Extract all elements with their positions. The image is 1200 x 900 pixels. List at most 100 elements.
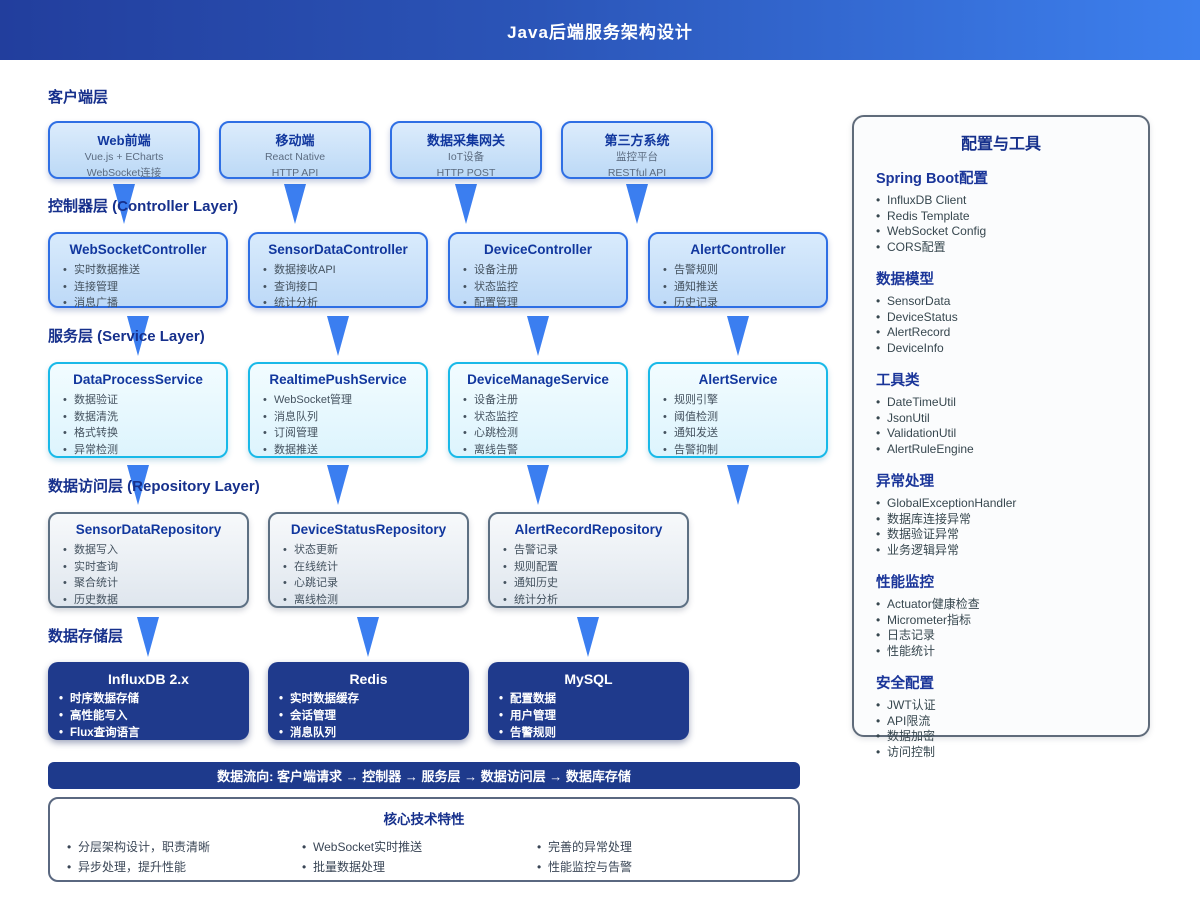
box-items: 数据接收API 查询接口 统计分析 — [250, 262, 426, 312]
down-arrow-icon — [455, 184, 477, 224]
panel-item: API限流 — [876, 714, 1126, 730]
down-arrow-icon — [127, 465, 149, 505]
down-arrow-icon — [284, 184, 306, 224]
storage-box-mysql: MySQL 配置数据 用户管理 告警规则 — [488, 662, 689, 742]
client-box-thirdparty: 第三方系统 监控平台 RESTful API — [561, 121, 713, 179]
service-box-devicemanage: DeviceManageService 设备注册 状态监控 心跳检测 离线告警 — [448, 362, 628, 458]
down-arrow-icon — [727, 316, 749, 356]
down-arrow-icon — [727, 465, 749, 505]
panel-item: AlertRuleEngine — [876, 442, 1126, 458]
client-box-gateway: 数据采集网关 IoT设备 HTTP POST — [390, 121, 542, 179]
box-item: 订阅管理 — [263, 425, 418, 442]
feature-item: 分层架构设计，职责清晰 — [67, 837, 302, 857]
box-title: AlertController — [690, 242, 786, 257]
features-column: 分层架构设计，职责清晰 异步处理，提升性能 — [67, 837, 302, 877]
box-item: 统计分析 — [503, 592, 679, 609]
down-arrow-icon — [113, 184, 135, 224]
repository-box-sensordata: SensorDataRepository 数据写入 实时查询 聚合统计 历史数据 — [48, 512, 249, 608]
box-items: 数据写入 实时查询 聚合统计 历史数据 — [50, 542, 247, 608]
down-arrow-icon — [626, 184, 648, 224]
box-item: 高性能写入 — [59, 708, 241, 725]
box-title: 第三方系统 — [604, 133, 670, 148]
box-title: DeviceStatusRepository — [290, 522, 447, 537]
box-item: 心跳记录 — [283, 575, 459, 592]
box-line: IoT设备 — [447, 151, 485, 163]
box-items: 配置数据 用户管理 告警规则 — [488, 691, 689, 742]
panel-item: WebSocket Config — [876, 224, 1126, 240]
down-arrow-icon — [137, 617, 159, 657]
feature-item: WebSocket实时推送 — [302, 837, 537, 857]
box-item: 聚合统计 — [63, 575, 239, 592]
panel-section-heading: Spring Boot配置 — [876, 171, 988, 187]
box-items: 设备注册 状态监控 心跳检测 离线告警 — [450, 392, 626, 458]
box-items: 告警规则 通知推送 历史记录 — [650, 262, 826, 312]
box-item: 消息队列 — [263, 409, 418, 426]
box-title: WebSocketController — [69, 242, 207, 257]
box-items: 时序数据存储 高性能写入 Flux查询语言 — [48, 691, 249, 742]
feature-item: 性能监控与告警 — [537, 857, 772, 877]
panel-item: SensorData — [876, 294, 1126, 310]
panel-item: Micrometer指标 — [876, 613, 1126, 629]
box-item: WebSocket管理 — [263, 392, 418, 409]
box-items: 实时数据推送 连接管理 消息广播 — [50, 262, 226, 312]
box-item: 告警规则 — [499, 725, 681, 742]
panel-item: Redis Template — [876, 209, 1126, 225]
down-arrow-icon — [527, 316, 549, 356]
down-arrow-icon — [357, 617, 379, 657]
service-box-dataprocess: DataProcessService 数据验证 数据清洗 格式转换 异常检测 — [48, 362, 228, 458]
box-items: WebSocket管理 消息队列 订阅管理 数据推送 — [250, 392, 426, 458]
data-flow-text: 数据流向: 客户端请求 → 控制器 → 服务层 → 数据访问层 → 数据库存储 — [217, 769, 631, 784]
box-item: 数据接收API — [263, 262, 418, 279]
panel-item: 数据库连接异常 — [876, 512, 1126, 528]
box-item: 状态更新 — [283, 542, 459, 559]
box-item: 离线检测 — [283, 592, 459, 609]
box-item: 会话管理 — [279, 708, 461, 725]
panel-section-items: Actuator健康检查 Micrometer指标 日志记录 性能统计 — [876, 597, 1126, 659]
box-item: 数据清洗 — [63, 409, 218, 426]
box-item: 历史数据 — [63, 592, 239, 609]
box-line: HTTP API — [271, 167, 319, 179]
box-item: 状态监控 — [463, 409, 618, 426]
box-item: 告警记录 — [503, 542, 679, 559]
box-item: 通知历史 — [503, 575, 679, 592]
panel-item: 性能统计 — [876, 644, 1126, 660]
feature-item: 完善的异常处理 — [537, 837, 772, 857]
page-title: Java后端服务架构设计 — [507, 22, 693, 42]
panel-section-heading: 性能监控 — [876, 575, 934, 591]
panel-item: InfluxDB Client — [876, 193, 1126, 209]
box-title: Redis — [349, 671, 388, 687]
box-title: AlertService — [698, 372, 778, 387]
box-title: RealtimePushService — [269, 372, 407, 387]
box-item: 离线告警 — [463, 442, 618, 459]
label-controller-layer: 控制器层 (Controller Layer) — [48, 198, 239, 215]
down-arrow-icon — [127, 316, 149, 356]
down-arrow-icon — [527, 465, 549, 505]
features-column: 完善的异常处理 性能监控与告警 — [537, 837, 772, 877]
box-item: 时序数据存储 — [59, 691, 241, 708]
box-item: 查询接口 — [263, 279, 418, 296]
box-title: AlertRecordRepository — [514, 522, 663, 537]
panel-item: JWT认证 — [876, 698, 1126, 714]
panel-item: DeviceStatus — [876, 310, 1126, 326]
panel-item: ValidationUtil — [876, 426, 1126, 442]
panel-section-items: GlobalExceptionHandler 数据库连接异常 数据验证异常 业务… — [876, 496, 1126, 558]
box-item: 规则配置 — [503, 559, 679, 576]
panel-item: 数据验证异常 — [876, 527, 1126, 543]
box-item: 数据写入 — [63, 542, 239, 559]
box-item: 设备注册 — [463, 392, 618, 409]
panel-section-heading: 安全配置 — [876, 676, 934, 692]
storage-box-redis: Redis 实时数据缓存 会话管理 消息队列 — [268, 662, 469, 742]
box-title: Web前端 — [97, 133, 151, 148]
features-columns: 分层架构设计，职责清晰 异步处理，提升性能 WebSocket实时推送 批量数据… — [50, 828, 798, 877]
box-title: DataProcessService — [73, 372, 203, 387]
box-title: InfluxDB 2.x — [108, 671, 189, 687]
down-arrow-icon — [327, 465, 349, 505]
box-item: 数据验证 — [63, 392, 218, 409]
panel-section-items: InfluxDB Client Redis Template WebSocket… — [876, 193, 1126, 255]
label-service-layer: 服务层 (Service Layer) — [48, 328, 205, 345]
box-title: DeviceController — [483, 242, 593, 257]
box-line: RESTful API — [607, 167, 667, 179]
controller-box-device: DeviceController 设备注册 状态监控 配置管理 — [448, 232, 628, 311]
box-items: 告警记录 规则配置 通知历史 统计分析 — [490, 542, 687, 608]
data-flow-bar: 数据流向: 客户端请求 → 控制器 → 服务层 → 数据访问层 → 数据库存储 — [48, 762, 800, 789]
